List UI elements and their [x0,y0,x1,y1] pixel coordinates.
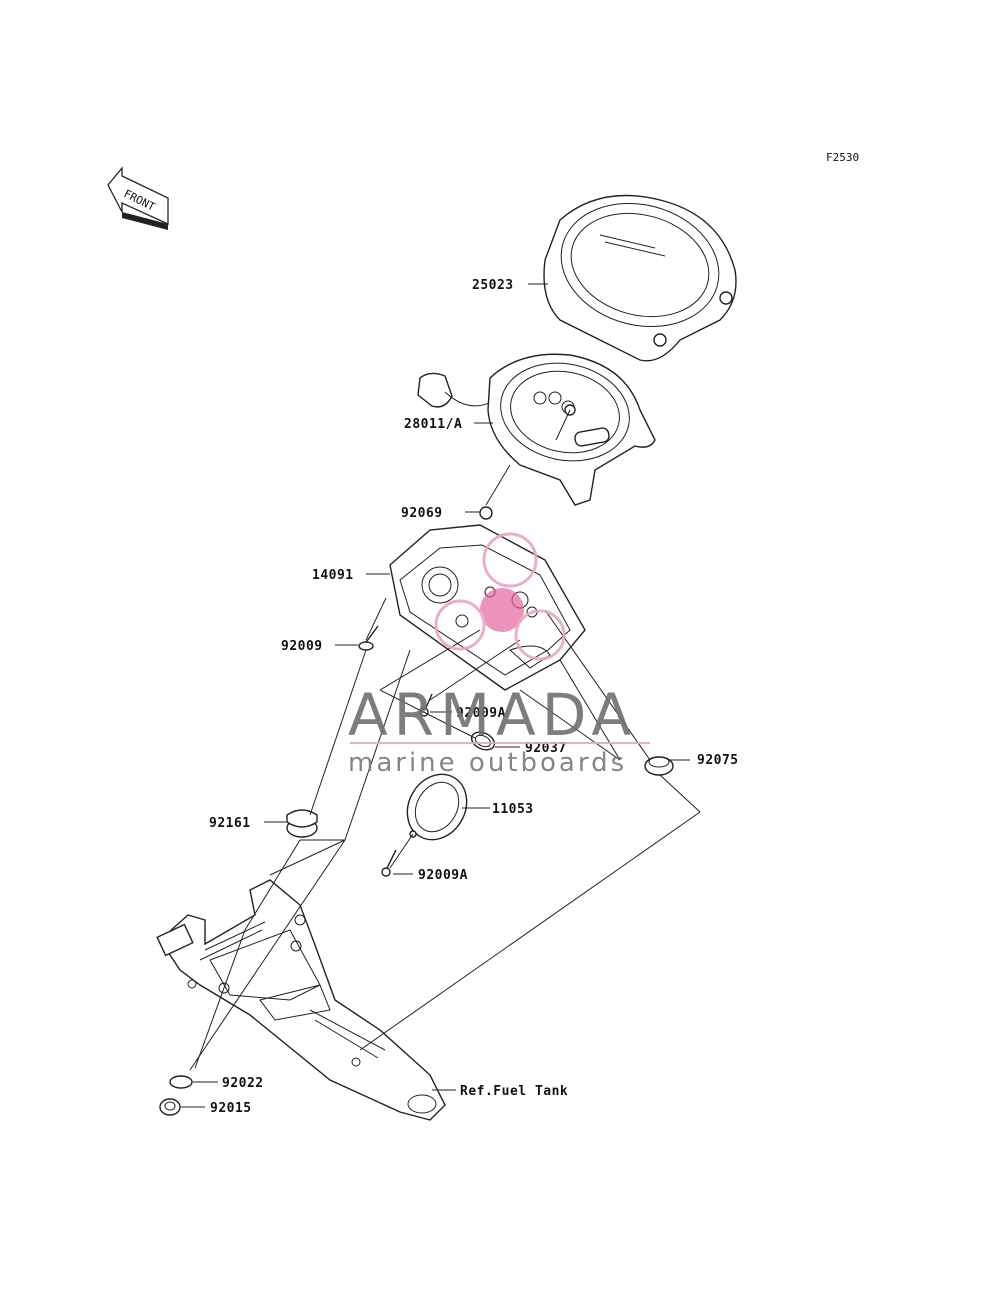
callout-28011A[interactable]: 28011/A [404,417,462,432]
screw-92009A-lower[interactable] [381,849,397,877]
callout-92022[interactable]: 92022 [222,1076,264,1091]
callout-leaders [181,283,690,1108]
meter-bracket[interactable] [156,879,446,1121]
callout-92009A-lower[interactable]: 92009A [418,868,468,883]
callout-14091[interactable]: 14091 [312,568,354,583]
meter-assembly-28011A[interactable] [417,352,656,506]
callout-92009A-upper[interactable]: 92009A [456,706,506,721]
screw-92009[interactable] [358,625,379,651]
callout-92015[interactable]: 92015 [210,1101,252,1116]
callout-92069[interactable]: 92069 [401,506,443,521]
cover-11053[interactable] [396,764,478,851]
armada-watermark: ARMADA marine outboards [348,532,650,778]
washer-92022[interactable] [169,1075,193,1089]
figure-code: F2530 [826,151,859,164]
callout-92037[interactable]: 92037 [525,741,567,756]
callout-92161[interactable]: 92161 [209,816,251,831]
armada-logo-icon [434,532,566,661]
callout-92075[interactable]: 92075 [697,753,739,768]
watermark-brand: ARMADA [348,681,637,749]
callout-25023[interactable]: 25023 [472,278,514,293]
o-ring-92037[interactable] [469,729,498,754]
nut-92069[interactable] [479,464,511,520]
callout-ref-fuel-tank[interactable]: Ref.Fuel Tank [460,1084,568,1099]
callout-92009[interactable]: 92009 [281,639,323,654]
meter-cover-25023[interactable] [543,186,737,362]
nut-92015[interactable] [159,1098,181,1116]
watermark-tagline: marine outboards [348,748,627,778]
damper-92161[interactable] [286,809,318,838]
grommet-92075[interactable] [644,756,674,776]
front-arrow-icon: FRONT [107,166,169,230]
callout-11053[interactable]: 11053 [492,802,534,817]
